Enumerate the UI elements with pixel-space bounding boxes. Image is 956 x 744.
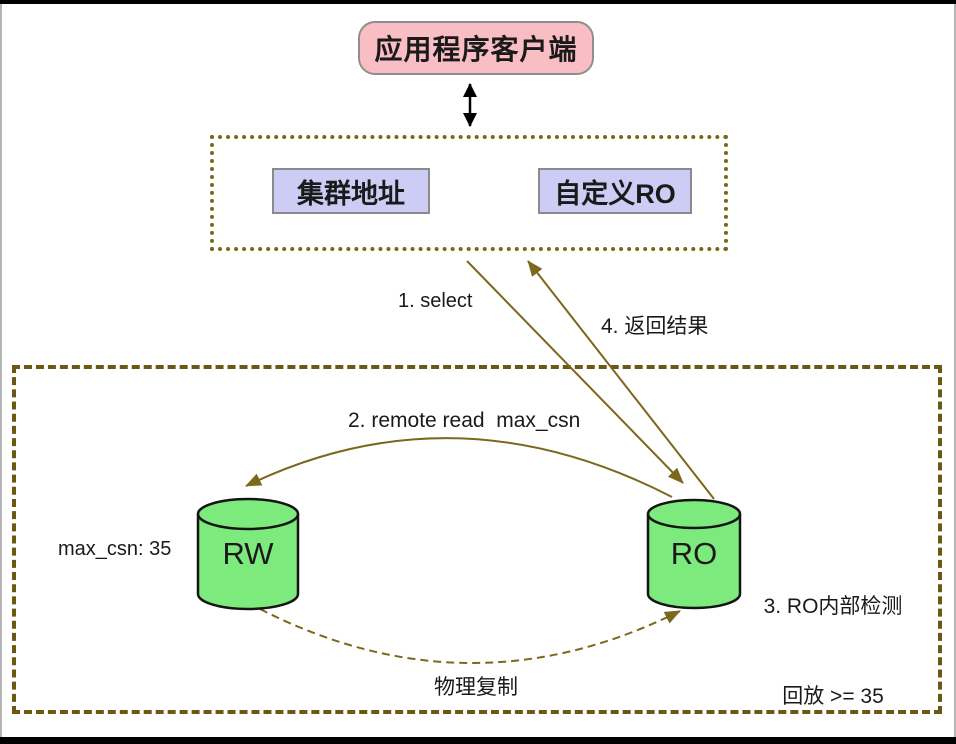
- rw-max-csn-label: max_csn: 35: [58, 538, 172, 560]
- ro-label: RO: [670, 536, 718, 571]
- return-result-label: 4. 返回结果: [601, 315, 709, 338]
- screen-top-bar: [0, 0, 956, 4]
- screen-bottom-bar: [0, 737, 956, 744]
- ro-check-label: 3. RO内部检测 回放 >= 35: [748, 532, 918, 744]
- app-client-box: 应用程序客户端: [358, 21, 594, 75]
- custom-ro-box: 自定义RO: [538, 168, 692, 214]
- cluster-address-box: 集群地址: [272, 168, 430, 214]
- ro-check-line1: 3. RO内部检测: [763, 595, 903, 618]
- ro-check-line2: 回放 >= 35: [782, 685, 884, 708]
- custom-ro-label: 自定义RO: [554, 178, 676, 209]
- rw-label: RW: [222, 536, 274, 571]
- select-label: 1. select: [398, 290, 473, 312]
- proxy-group-box: 集群地址 自定义RO: [210, 135, 728, 251]
- screen-left-border: [0, 4, 2, 737]
- remote-read-label: 2. remote read max_csn: [348, 409, 581, 432]
- physical-replication-label: 物理复制: [434, 676, 518, 699]
- screen-right-border: [954, 4, 956, 737]
- app-client-label: 应用程序客户端: [374, 34, 578, 65]
- cluster-address-label: 集群地址: [297, 178, 405, 209]
